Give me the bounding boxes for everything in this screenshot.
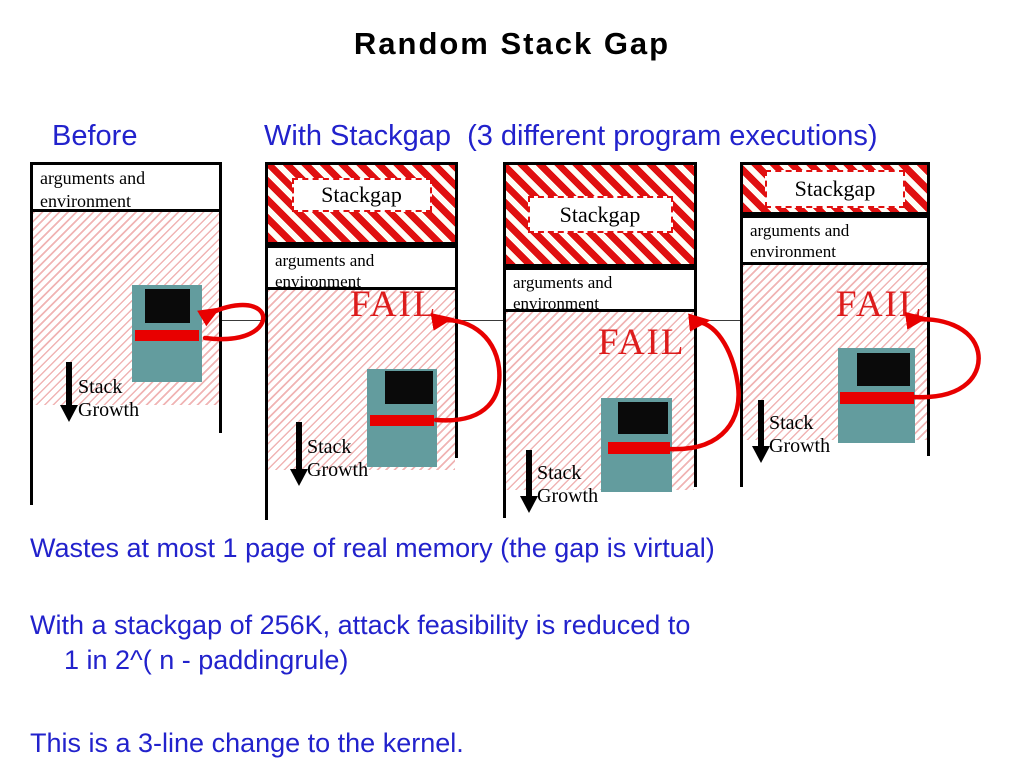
arguments-environment-box: arguments and environment — [740, 215, 930, 265]
column-right-border — [219, 162, 222, 433]
note-feasibility-line1: With a stackgap of 256K, attack feasibil… — [30, 610, 691, 640]
computer-screen-icon — [145, 289, 190, 323]
stack-growth-arrow-icon — [752, 400, 770, 464]
computer-icon — [601, 398, 672, 492]
note-feasibility-line2: 1 in 2^( n - paddingrule) — [64, 645, 349, 675]
computer-screen-icon — [857, 353, 910, 386]
computer-icon — [838, 348, 915, 443]
column-left-border — [30, 162, 33, 505]
computer-red-bar-icon — [370, 415, 434, 426]
stack-growth-arrow-icon — [520, 450, 538, 514]
before-label: Before — [52, 120, 138, 152]
stack-growth-label: Stack Growth — [769, 412, 831, 457]
arguments-environment-box: arguments and environment — [503, 267, 697, 313]
computer-screen-icon — [385, 371, 433, 404]
stackgap-box: Stackgap — [503, 162, 697, 267]
stack-growth-label: Stack Growth — [537, 462, 599, 507]
computer-red-bar-icon — [840, 392, 914, 404]
stackgap-label: Stackgap — [527, 196, 673, 233]
arguments-environment-box: arguments and environment — [265, 245, 458, 291]
computer-red-bar-icon — [135, 330, 199, 341]
stack-growth-arrow-icon — [290, 422, 308, 486]
stack-growth-label: Stack Growth — [307, 436, 369, 481]
column-left-border — [740, 162, 743, 487]
column-right-border — [927, 162, 930, 456]
stack-region — [33, 212, 219, 405]
stackgap-label: Stackgap — [765, 170, 905, 208]
computer-screen-icon — [618, 402, 668, 434]
computer-red-bar-icon — [608, 442, 670, 454]
column-left-border — [265, 162, 268, 520]
stackgap-box: Stackgap — [265, 162, 458, 245]
with-stackgap-label: With Stackgap (3 different program execu… — [264, 120, 878, 152]
stackgap-box: Stackgap — [740, 162, 930, 215]
stack-growth-label: Stack Growth — [78, 376, 140, 421]
stackgap-label: Stackgap — [291, 178, 432, 212]
page-title: Random Stack Gap — [353, 26, 671, 61]
fail-label: FAIL — [598, 322, 686, 363]
computer-icon — [132, 285, 202, 382]
note-memory: Wastes at most 1 page of real memory (th… — [30, 533, 715, 563]
fail-label: FAIL — [836, 284, 924, 325]
note-kernel-change: This is a 3-line change to the kernel. — [30, 728, 464, 758]
fail-label: FAIL — [350, 284, 438, 325]
computer-icon — [367, 369, 437, 467]
stack-growth-arrow-icon — [60, 362, 78, 422]
column-left-border — [503, 162, 506, 518]
arguments-environment-box: arguments and environment — [30, 162, 222, 212]
column-right-border — [455, 162, 458, 458]
